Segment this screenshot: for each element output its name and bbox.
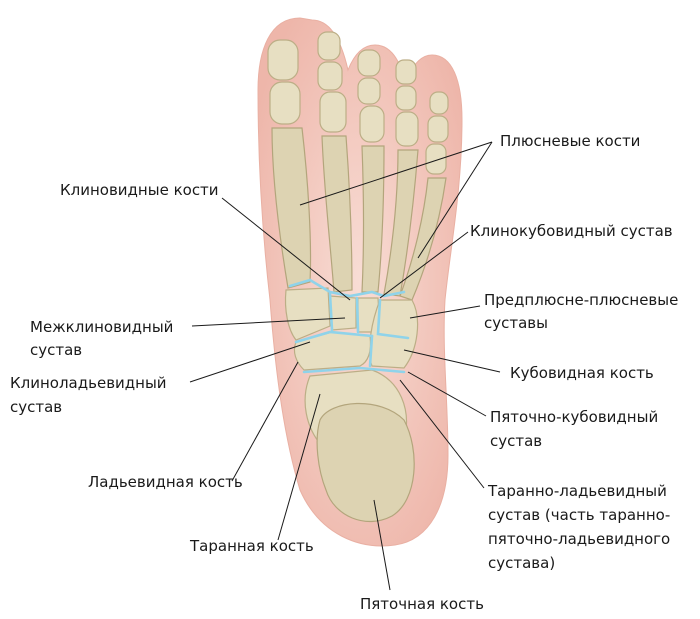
label-talonavicular-3: пяточно-ладьевидного — [488, 530, 670, 548]
label-cuneonavicular-2: сустав — [10, 398, 62, 416]
tarsal-bones — [284, 287, 419, 523]
leader-lines — [189, 141, 501, 591]
label-calcaneocuboid-1: Пяточно-кубовидный — [490, 408, 658, 426]
label-navicular-bone: Ладьевидная кость — [88, 473, 243, 491]
label-talus: Таранная кость — [189, 537, 314, 555]
label-metatarsals: Плюсневые кости — [500, 132, 640, 150]
label-tarsometatarsal-1: Предплюсне-плюсневые — [484, 291, 678, 309]
label-cuneocuboid-joint: Клинокубовидный сустав — [470, 222, 673, 240]
cuneiform-medial — [284, 287, 331, 341]
labels: Плюсневые кости Клиновидные кости Клинок… — [10, 132, 678, 613]
label-cuboid-bone: Кубовидная кость — [510, 364, 654, 382]
label-intercuneiform-1: Межклиновидный — [30, 318, 173, 336]
label-calcaneocuboid-2: сустав — [490, 432, 542, 450]
cuneiform-intermediate — [329, 295, 357, 331]
cuboid-bone — [369, 299, 419, 369]
label-cuneiform-bones: Клиновидные кости — [60, 181, 219, 199]
label-talonavicular-2: сустав (часть таранно- — [488, 506, 670, 524]
label-intercuneiform-2: сустав — [30, 341, 82, 359]
phalanges — [267, 31, 449, 175]
metatarsal-bones — [271, 127, 447, 301]
label-cuneonavicular-1: Клиноладьевидный — [10, 374, 167, 392]
label-talonavicular-1: Таранно-ладьевидный — [487, 482, 667, 500]
label-calcaneus: Пяточная кость — [360, 595, 484, 613]
joint-lines — [288, 278, 410, 374]
label-talonavicular-4: сустава) — [488, 554, 555, 572]
calcaneus-bone — [316, 402, 415, 523]
label-tarsometatarsal-2: суставы — [484, 314, 548, 332]
